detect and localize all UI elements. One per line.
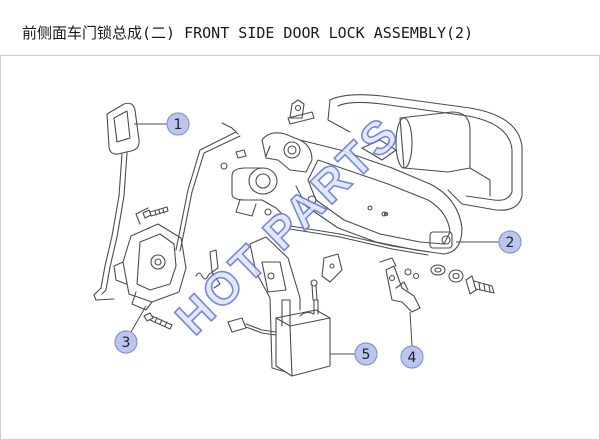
exploded-view-drawing xyxy=(93,94,523,377)
actuator-mounting-plate xyxy=(249,236,301,373)
callout-5-label: 5 xyxy=(362,347,371,363)
callout-5: 5 xyxy=(330,342,378,366)
release-rod xyxy=(289,225,431,256)
callout-2-label: 2 xyxy=(506,235,515,251)
screw-upper-left xyxy=(142,206,169,219)
lock-rod xyxy=(175,122,241,252)
callout-3: 3 xyxy=(114,305,147,354)
callout-3-label: 3 xyxy=(122,335,131,351)
small-fasteners xyxy=(220,149,420,280)
lock-actuator-motor xyxy=(231,167,283,219)
screw-lower-left xyxy=(143,312,173,330)
part-1-handle-plate xyxy=(93,102,140,301)
callout-1: 1 xyxy=(134,112,190,136)
watermark-text: HOT PARTS xyxy=(165,106,409,344)
part-2-handle-screw-set xyxy=(430,264,495,295)
inner-handle-frame xyxy=(295,139,463,255)
part-4-release-lever xyxy=(379,257,421,313)
outer-handle-housing xyxy=(327,94,523,211)
actuator-wire-connector xyxy=(227,317,277,336)
page-title: 前侧面车门锁总成(二) FRONT SIDE DOOR LOCK ASSEMBL… xyxy=(22,24,474,42)
callout-4-label: 4 xyxy=(408,350,417,366)
callout-1-label: 1 xyxy=(174,117,183,133)
callout-4: 4 xyxy=(400,311,424,369)
lock-spring-clip xyxy=(195,249,221,289)
callout-2: 2 xyxy=(456,230,522,254)
part-5-door-lock-actuator xyxy=(275,279,331,377)
lock-cylinder-housing xyxy=(261,132,313,173)
part-3-door-lock-body xyxy=(113,207,187,311)
mounting-bracket-top xyxy=(287,99,315,125)
rod-clip-bracket xyxy=(321,253,343,283)
